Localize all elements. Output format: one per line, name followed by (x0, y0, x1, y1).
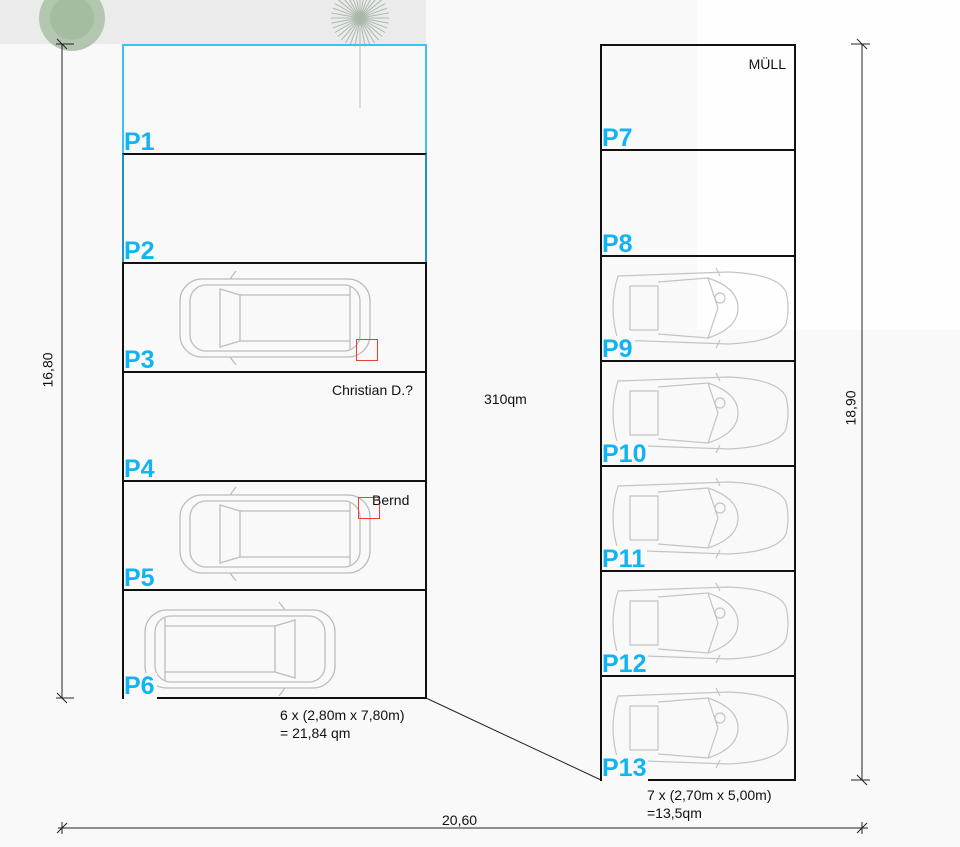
parking-slot-p1[interactable]: P1 (122, 44, 427, 155)
slot-label: P5 (124, 564, 157, 592)
slot-label: P12 (602, 650, 649, 678)
parking-slot-p8[interactable]: P8 (600, 149, 796, 257)
slot-label: P13 (602, 754, 649, 782)
total-width-dimension: 20,60 (442, 812, 478, 828)
slot-label: P2 (124, 237, 157, 265)
left-height-dimension: 16,80 (39, 352, 56, 388)
parking-slot-p5[interactable]: P5 (122, 480, 427, 591)
slot-label: P3 (124, 346, 157, 374)
marker-box (356, 339, 378, 361)
slot-label: P10 (602, 440, 649, 468)
dimension-lines (56, 38, 870, 834)
parking-slot-p9[interactable]: P9 (600, 255, 796, 362)
right-summary-line2: =13,5qm (647, 805, 702, 821)
parking-slot-p10[interactable]: P10 (600, 360, 796, 467)
parking-slot-p7[interactable]: MÜLL P7 (600, 44, 796, 151)
left-summary-line2: = 21,84 qm (280, 725, 351, 741)
slot-label: P9 (602, 335, 635, 363)
tree-icon (39, 0, 105, 51)
marker-box (358, 497, 380, 519)
total-area-label: 310qm (484, 391, 527, 407)
parking-slot-p12[interactable]: P12 (600, 570, 796, 677)
waste-area-label: MÜLL (748, 56, 786, 72)
owner-note-christian: Christian D.? (332, 382, 413, 398)
palm-tree-icon (331, 0, 389, 108)
right-height-dimension: 18,90 (842, 390, 859, 426)
parking-slot-p6[interactable]: P6 (122, 589, 427, 699)
slot-label: P1 (124, 128, 157, 156)
parking-slot-p3[interactable]: P3 (122, 262, 427, 373)
slot-label: P11 (602, 545, 648, 573)
right-summary-line1: 7 x (2,70m x 5,00m) (647, 787, 772, 803)
parking-slot-p2[interactable]: P2 (122, 153, 427, 264)
slot-label: P6 (124, 672, 157, 700)
slot-label: P4 (124, 455, 157, 483)
parking-slot-p13[interactable]: P13 (600, 675, 796, 781)
background-zone (697, 0, 960, 330)
slot-label: P8 (602, 230, 635, 258)
owner-note-bernd: Bernd (372, 492, 410, 508)
left-summary-line1: 6 x (2,80m x 7,80m) (280, 707, 405, 723)
parking-slot-p11[interactable]: P11 (600, 465, 796, 572)
slot-label: P7 (602, 124, 635, 152)
